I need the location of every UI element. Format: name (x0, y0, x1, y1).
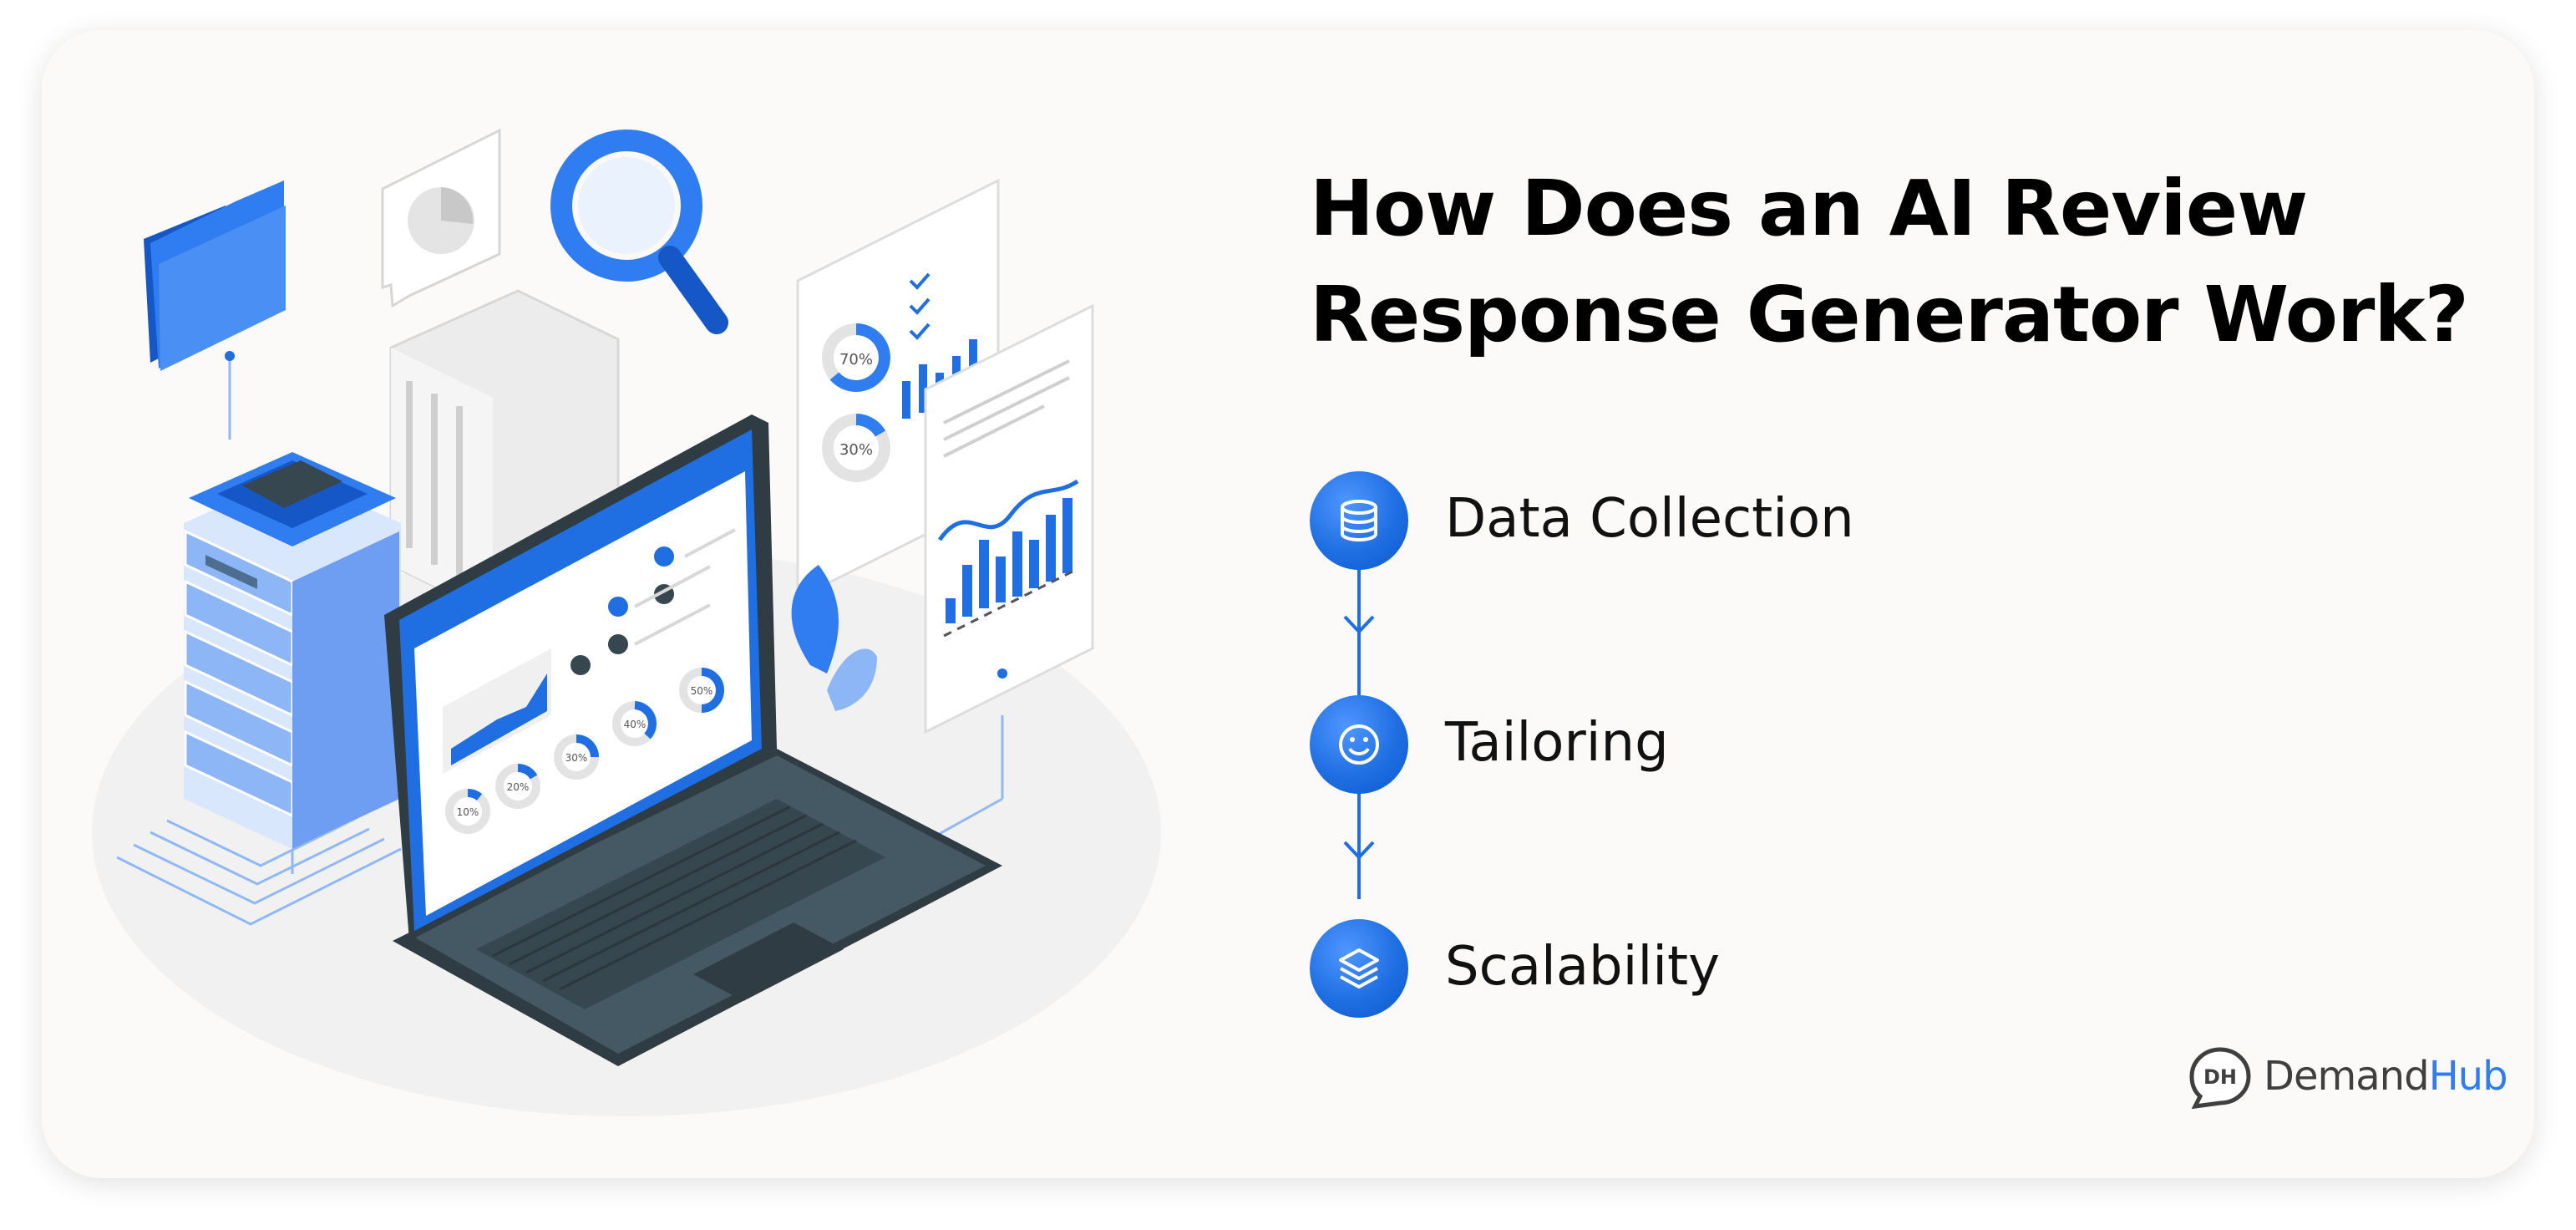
step-label: Scalability (1445, 936, 1720, 998)
step-badge (1310, 471, 1408, 570)
chat-bubble-logo-icon: DH (2189, 1047, 2251, 1110)
infographic-card: 70% 30% (42, 30, 2534, 1178)
layers-icon (1339, 948, 1379, 989)
keyboard (476, 799, 885, 1009)
doc-percent-30: 30% (839, 441, 873, 459)
step-badge (1310, 695, 1408, 794)
step-label: Tailoring (1445, 712, 1669, 774)
screen-percent-50: 50% (691, 685, 713, 697)
step-label: Data Collection (1445, 488, 1854, 550)
database-icon (1341, 500, 1377, 542)
smiley-icon (1339, 724, 1379, 765)
logo-word-hub: Hub (2428, 1053, 2508, 1100)
report-document-2 (924, 303, 1094, 842)
step-scalability: Scalability (1310, 919, 2396, 1019)
screen-percent-30: 30% (565, 752, 588, 764)
laptop: 10% 20% 30% 40% 50% (384, 414, 1002, 1066)
logo-wordmark: DemandHub (2264, 1053, 2508, 1100)
screen-percent-20: 20% (507, 781, 530, 793)
folder-icon (144, 180, 286, 440)
logo-mark: DH (2203, 1065, 2237, 1089)
server-rack (184, 452, 401, 874)
screen-percent-10: 10% (457, 806, 479, 818)
trackpad (693, 922, 844, 1001)
plant-icon (791, 565, 877, 711)
step-badge (1310, 919, 1408, 1018)
pie-chart-note-icon (381, 128, 501, 308)
screen-percent-40: 40% (624, 719, 647, 730)
logo-word-demand: Demand (2264, 1053, 2430, 1100)
page-title: How Does an AI Review Response Generator… (1310, 155, 2479, 368)
step-data-collection: Data Collection (1310, 471, 2396, 572)
title-line-2: Response Generator Work? (1310, 270, 2469, 359)
doc-percent-70: 70% (839, 351, 873, 368)
illustration: 70% 30% (92, 128, 1161, 1116)
title-line-1: How Does an AI Review (1310, 164, 2308, 253)
step-tailoring: Tailoring (1310, 695, 2396, 795)
demandhub-logo: DH DemandHub (2187, 1044, 2534, 1111)
magnifier-icon (550, 130, 728, 334)
